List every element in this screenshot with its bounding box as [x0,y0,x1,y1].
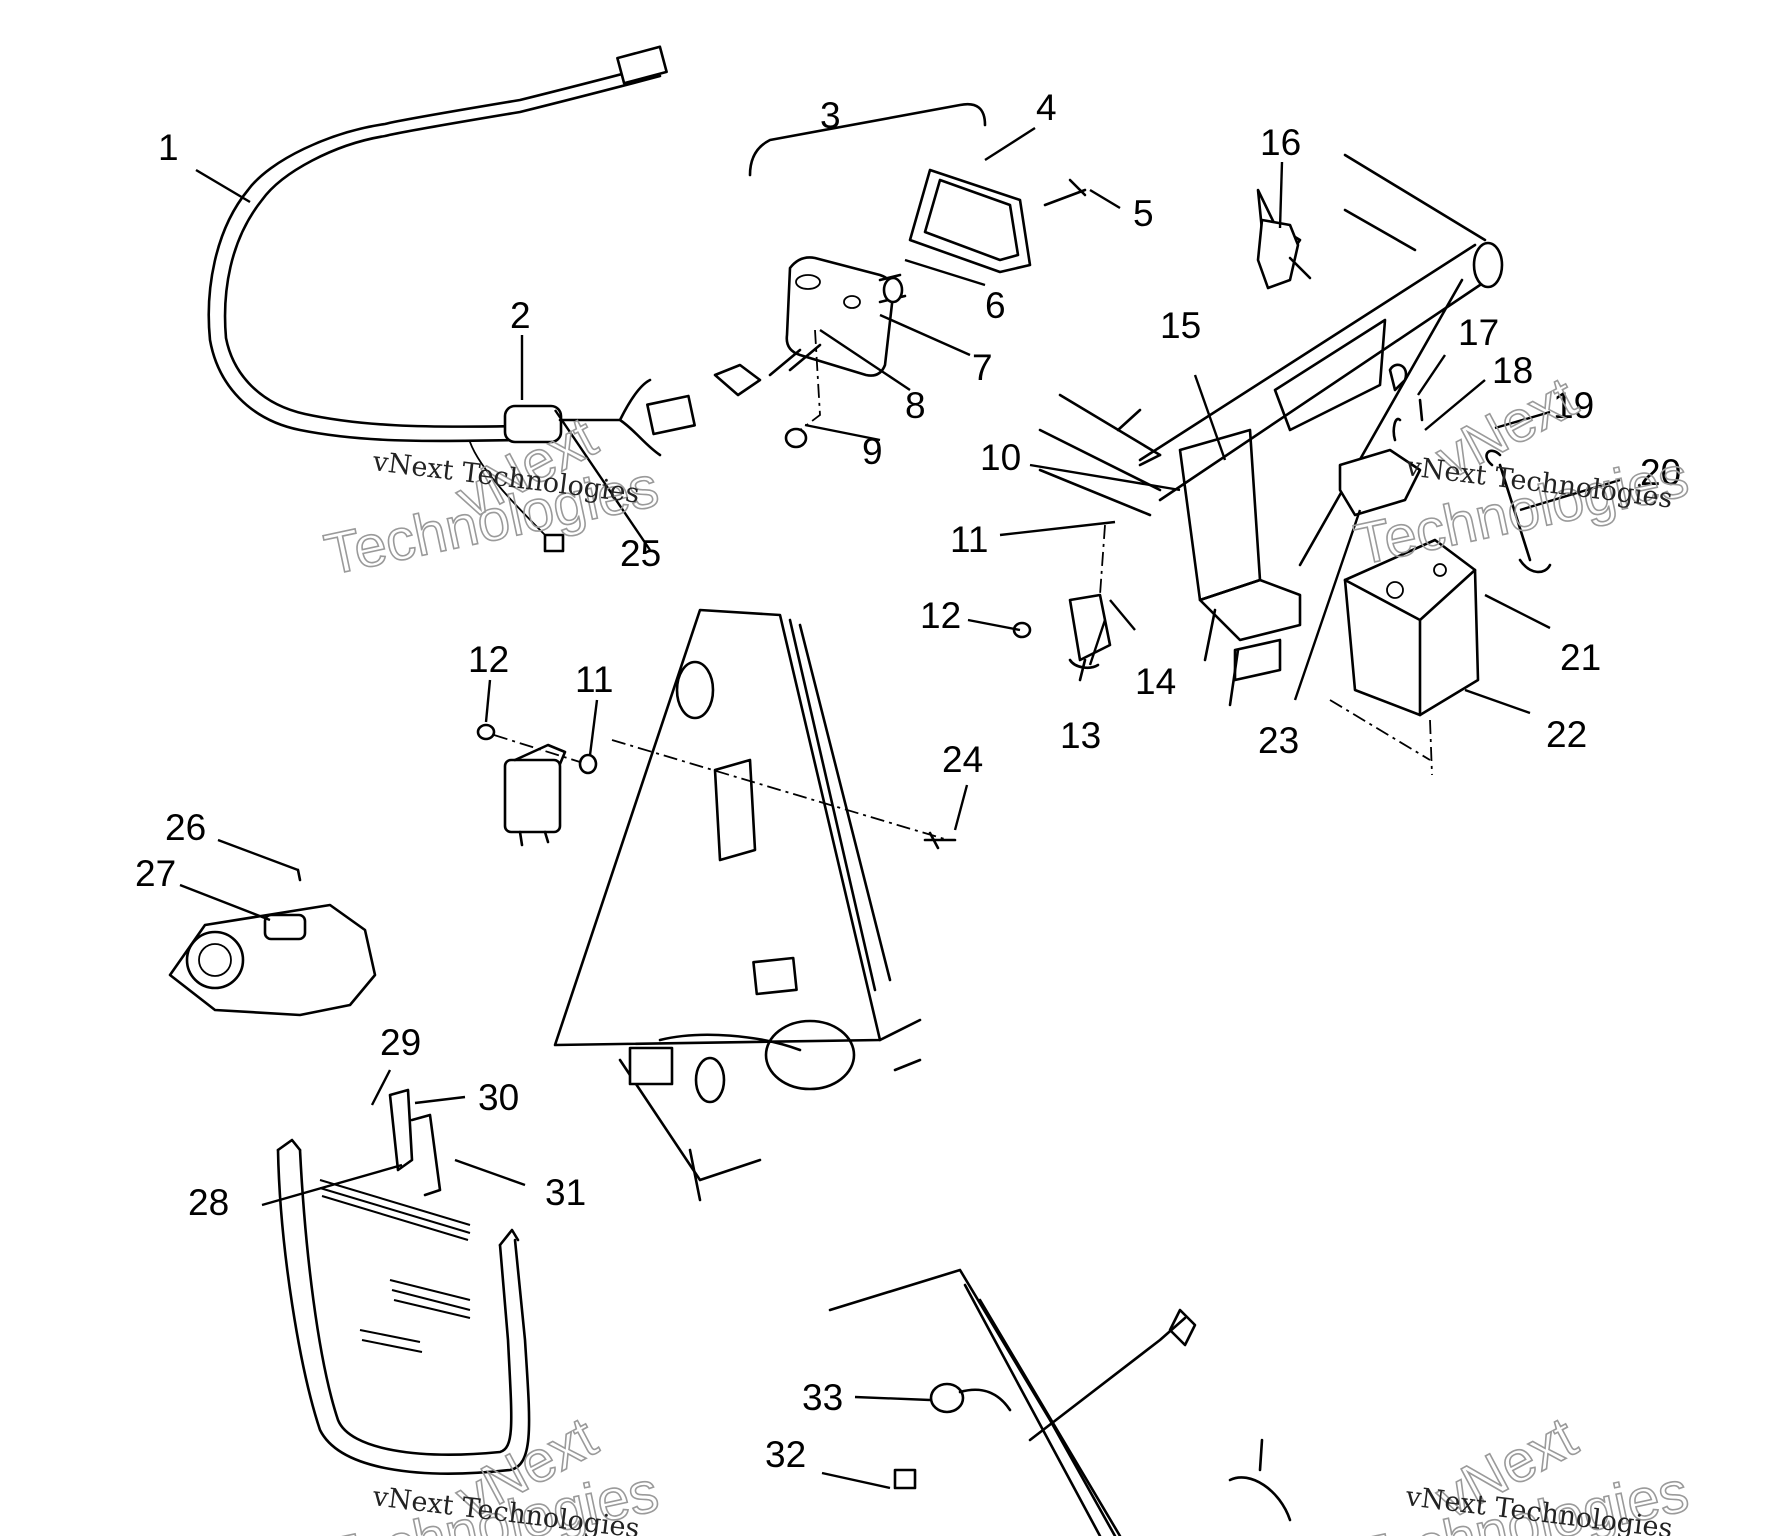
callout-7: 7 [972,347,993,388]
callout-20: 20 [1640,452,1681,493]
callout-3: 3 [820,95,841,136]
part-16-tab [1288,256,1312,280]
callout-10: 10 [980,437,1021,478]
callout-8: 8 [905,385,926,426]
callout-2: 2 [510,295,531,336]
callout-25: 25 [620,533,661,574]
callout-22: 22 [1546,714,1587,755]
callouts: 1 2 3 4 5 6 7 8 9 10 11 12 13 14 15 16 1… [135,87,1681,1475]
callout-4: 4 [1036,87,1057,128]
callout-16: 16 [1260,122,1301,163]
callout-18: 18 [1492,350,1533,391]
wiring-harness [207,45,696,553]
callout-19: 19 [1553,385,1594,426]
callout-30: 30 [478,1077,519,1118]
callout-6: 6 [985,285,1006,326]
frame-top-right [1038,153,1504,707]
callout-24: 24 [942,739,983,780]
coil-bracket [1012,524,1112,682]
taillight-assembly [713,102,1087,449]
cdi-module [476,723,957,850]
headlight-housing [168,868,377,1017]
callout-27: 27 [135,853,176,894]
callout-15: 15 [1160,305,1201,346]
callout-14: 14 [1135,661,1176,702]
shield-hatch [319,1179,471,1353]
battery [1329,363,1552,776]
callout-12: 12 [920,595,961,636]
callout-13: 13 [1060,715,1101,756]
callout-5: 5 [1133,193,1154,234]
callout-11b: 11 [575,659,613,700]
callout-9: 9 [862,431,883,472]
callout-11: 11 [950,519,988,560]
callout-23: 23 [1258,720,1299,761]
watermarks: vNext Technologies vNext Technologies vN… [318,364,1694,1536]
callout-17: 17 [1458,312,1499,353]
bottom-frame [828,1268,1292,1536]
callout-28: 28 [188,1182,229,1223]
callout-1: 1 [158,127,179,168]
callout-21: 21 [1560,637,1601,678]
callout-29: 29 [380,1022,421,1063]
callout-31: 31 [545,1172,586,1213]
leader-lines [179,126,1621,1490]
callout-32: 32 [765,1434,806,1475]
callout-26: 26 [165,807,206,848]
callout-12b: 12 [468,639,509,680]
part-16-clip [1256,218,1300,290]
center-panel [553,608,949,1202]
heat-shield [276,1088,531,1475]
callout-33: 33 [802,1377,843,1418]
